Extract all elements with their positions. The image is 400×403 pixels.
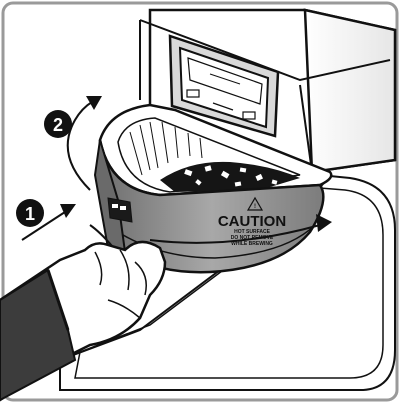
- step-2-marker: 2: [44, 110, 72, 138]
- caution-line-3: WHILE BREWING: [231, 241, 273, 247]
- step-1-marker: 1: [16, 199, 44, 227]
- step-1-number: 1: [25, 204, 35, 224]
- caution-heading: CAUTION: [218, 213, 286, 230]
- step-2-number: 2: [53, 115, 63, 135]
- svg-text:!: !: [254, 204, 256, 210]
